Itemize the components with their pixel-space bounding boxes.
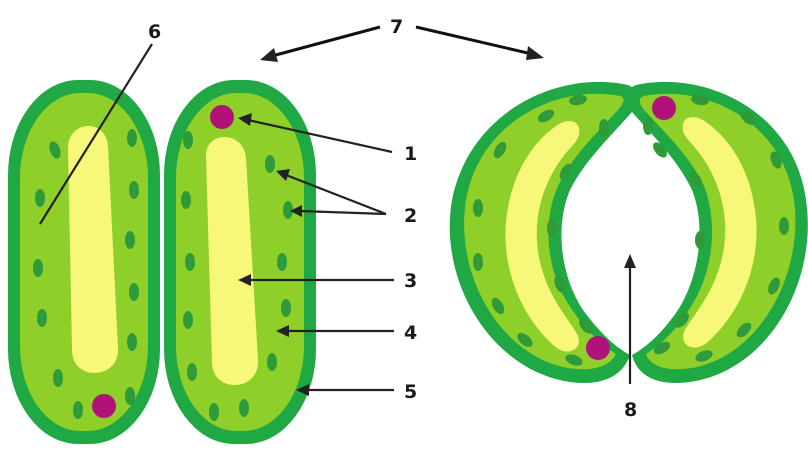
label-4: 4 xyxy=(404,322,417,344)
label-8: 8 xyxy=(624,399,637,421)
nucleus xyxy=(92,394,116,418)
guard-cell-left-open xyxy=(450,82,638,383)
label-6: 6 xyxy=(148,21,161,43)
pointer-8 xyxy=(624,254,636,384)
label-2: 2 xyxy=(404,205,417,227)
pointer-5 xyxy=(296,384,394,396)
guard-cell-right-open xyxy=(626,82,807,383)
label-5: 5 xyxy=(404,381,417,403)
guard-cell-right-closed xyxy=(164,80,316,444)
label-3: 3 xyxy=(404,270,417,292)
closed-stoma xyxy=(8,80,316,444)
nucleus xyxy=(210,105,234,129)
guard-cell-left-closed xyxy=(8,80,160,444)
open-stoma xyxy=(450,82,808,383)
label-7: 7 xyxy=(390,16,403,38)
label-1: 1 xyxy=(404,143,417,165)
nucleus xyxy=(652,96,676,120)
nucleus xyxy=(586,336,610,360)
